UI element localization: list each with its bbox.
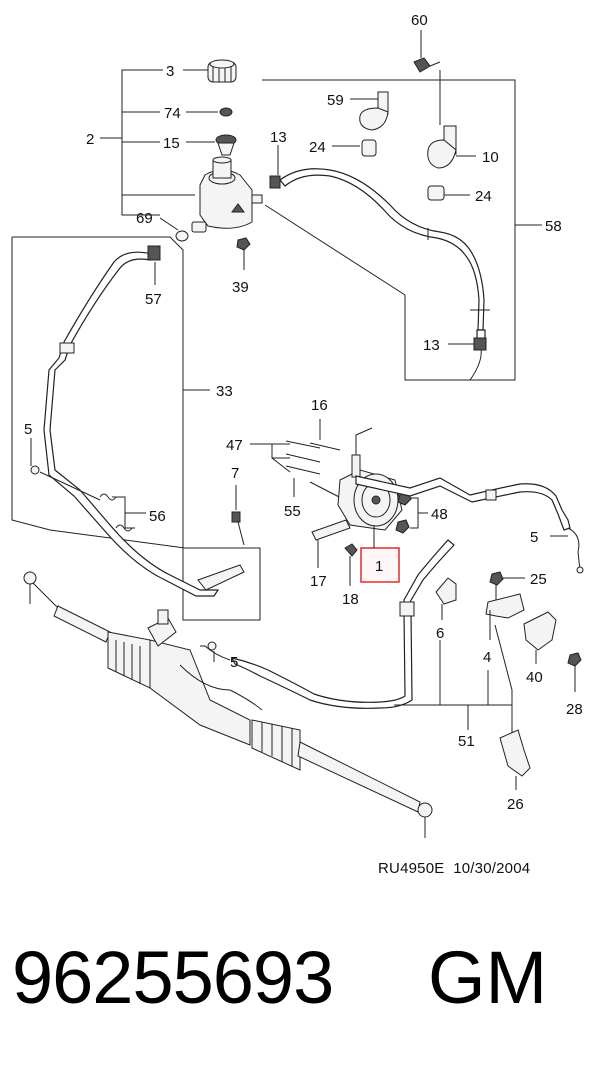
pressure-hose: [200, 475, 581, 709]
bolt-60: [413, 30, 441, 73]
return-hose-bracket: [262, 79, 542, 381]
callout-7: 7: [231, 465, 239, 482]
nut-74: [219, 107, 233, 117]
callout-69: 69: [136, 210, 153, 227]
callout-16: 16: [311, 397, 328, 414]
part-number: 96255693: [12, 936, 334, 1019]
callout-6: 6: [436, 625, 444, 642]
hose-51-bracket: [394, 640, 512, 730]
callout-56: 56: [149, 508, 166, 525]
callout-39: 39: [232, 279, 249, 296]
bracket-4: [485, 593, 525, 740]
sleeve-24-lower: [427, 185, 470, 201]
callout-4: 4: [483, 649, 491, 666]
callout-59: 59: [327, 92, 344, 109]
reference-code: RU4950E: [378, 860, 445, 877]
clamp-10: [427, 70, 476, 169]
callout-13-top: 13: [270, 129, 287, 146]
callout-55: 55: [284, 503, 301, 520]
clips-56: [99, 493, 146, 532]
supply-hose-bracket: [11, 236, 261, 621]
brand-name: GM: [428, 936, 548, 1019]
callout-5-right: 5: [530, 529, 538, 546]
bolt-39: [236, 237, 251, 270]
clamp-13-top: [269, 145, 281, 189]
callout-5-left: 5: [24, 421, 32, 438]
pump-nuts-48: [395, 491, 428, 534]
callout-60: 60: [411, 12, 428, 29]
callout-25: 25: [530, 571, 547, 588]
callout-40: 40: [526, 669, 543, 686]
callout-33: 33: [216, 383, 233, 400]
callout-51: 51: [458, 733, 475, 750]
steering-rack: [23, 571, 433, 838]
callout-48: 48: [431, 506, 448, 523]
callout-2: 2: [86, 131, 94, 148]
bolt-28: [567, 652, 582, 692]
callout-3: 3: [166, 63, 174, 80]
callout-17: 17: [310, 573, 327, 590]
callout-58: 58: [545, 218, 562, 235]
callout-5-center: 5: [230, 654, 238, 671]
bolt-25: [489, 571, 525, 600]
bracket-59: [350, 91, 389, 131]
pump-bracket-17: [311, 519, 351, 568]
reservoir-body: [191, 156, 263, 233]
callout-10: 10: [482, 149, 499, 166]
return-hose: [279, 168, 490, 381]
connector-5-right: [550, 535, 584, 574]
diagram-reference: RU4950E 10/30/2004: [378, 860, 530, 877]
power-steering-exploded-diagram: 60 3 74 2 15 59 13 24 10 24 58 69 39 57 …: [11, 12, 584, 838]
callout-15: 15: [163, 135, 180, 152]
callout-18: 18: [342, 591, 359, 608]
pump-bolt-18: [344, 543, 358, 586]
clamp-69: [159, 217, 189, 242]
callout-74: 74: [164, 105, 181, 122]
pump-studs: [250, 419, 346, 501]
bolt-7: [197, 485, 245, 591]
bracket-6: [435, 577, 457, 620]
reservoir-cap: [207, 59, 237, 83]
clamp-13-lower: [448, 337, 487, 351]
reservoir-group-bracket: [100, 69, 218, 216]
bracket-40: [523, 611, 557, 664]
highlight-part-1: [360, 547, 400, 583]
filter-15: [215, 134, 237, 156]
callout-24-top: 24: [309, 139, 326, 156]
reference-date: 10/30/2004: [453, 860, 531, 877]
callout-24-lower: 24: [475, 188, 492, 205]
callout-57: 57: [145, 291, 162, 308]
sleeve-24-top: [332, 139, 377, 157]
callout-47: 47: [226, 437, 243, 454]
callout-labels: 60 3 74 2 15 59 13 24 10 24 58 69 39 57 …: [24, 12, 583, 813]
callout-1: 1: [375, 558, 383, 575]
callout-13-lower: 13: [423, 337, 440, 354]
bracket-26: [499, 729, 531, 790]
callout-26: 26: [507, 796, 524, 813]
callout-28: 28: [566, 701, 583, 718]
supply-hose-line: [30, 245, 220, 597]
